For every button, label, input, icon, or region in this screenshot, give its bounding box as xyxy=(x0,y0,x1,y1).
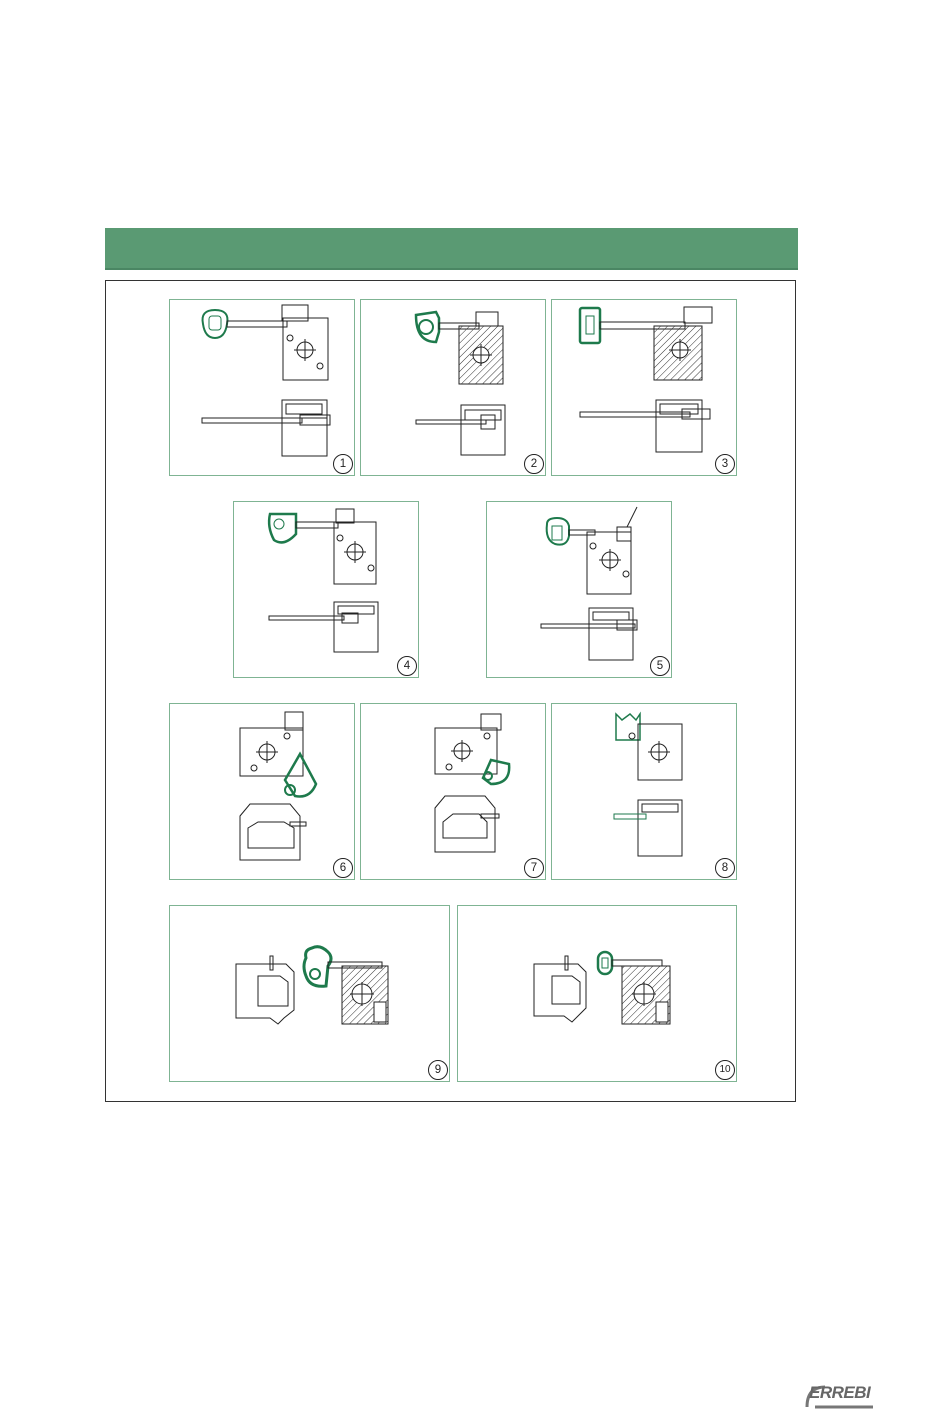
brand-logo-text: ERREBI xyxy=(809,1383,870,1403)
panel-number: 3 xyxy=(715,454,735,474)
panel-number: 2 xyxy=(524,454,544,474)
panel-number: 7 xyxy=(524,858,544,878)
figure-panel-8: 8 xyxy=(551,703,737,880)
figure-panel-10: 10 xyxy=(457,905,737,1082)
brand-logo: ERREBI xyxy=(805,1383,875,1411)
key-diagram-6 xyxy=(170,704,356,881)
figure-panel-3: 3 xyxy=(551,299,737,476)
key-diagram-8 xyxy=(552,704,738,881)
key-diagram-9 xyxy=(170,906,451,1083)
panel-number: 9 xyxy=(428,1060,448,1080)
key-diagram-3 xyxy=(552,300,738,477)
panel-number: 1 xyxy=(333,454,353,474)
key-diagram-5 xyxy=(487,502,673,679)
key-diagram-7 xyxy=(361,704,547,881)
figure-panel-5: 5 xyxy=(486,501,672,678)
panel-number: 10 xyxy=(715,1060,735,1080)
panel-number: 5 xyxy=(650,656,670,676)
figure-panel-9: 9 xyxy=(169,905,450,1082)
key-diagram-2 xyxy=(361,300,547,477)
panel-number: 4 xyxy=(397,656,417,676)
key-diagram-4 xyxy=(234,502,420,679)
figure-panel-4: 4 xyxy=(233,501,419,678)
figure-panel-7: 7 xyxy=(360,703,546,880)
key-diagram-1 xyxy=(170,300,356,477)
figure-panel-1: 1 xyxy=(169,299,355,476)
panel-number: 6 xyxy=(333,858,353,878)
panel-number: 8 xyxy=(715,858,735,878)
figure-panel-2: 2 xyxy=(360,299,546,476)
figure-panel-6: 6 xyxy=(169,703,355,880)
section-header-bar xyxy=(105,228,798,270)
key-diagram-10 xyxy=(458,906,738,1083)
